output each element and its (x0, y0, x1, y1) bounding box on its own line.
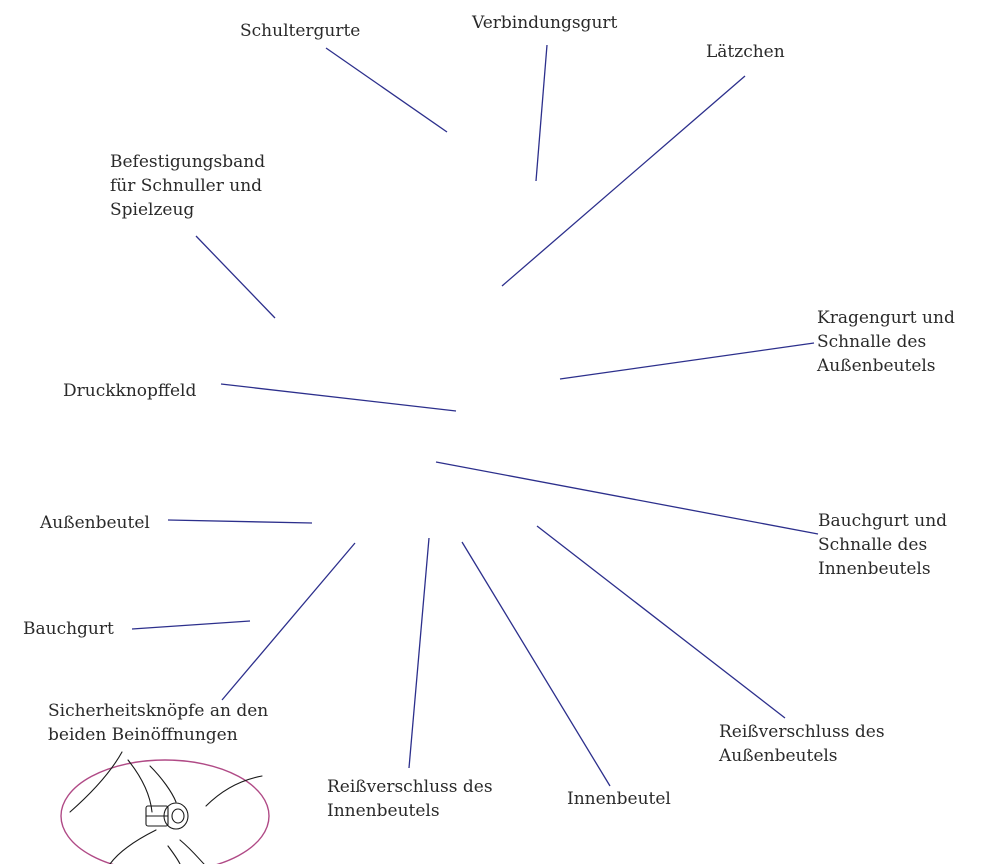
detail-fabric-fold-right (205, 775, 263, 807)
label-line: Innenbeutels (327, 801, 440, 821)
label-belly-strap: Bauchgurt (23, 617, 114, 641)
leader-inner-zipper (408, 537, 430, 769)
label-line: Schnalle des (817, 332, 927, 352)
detail-button-ring-inner (171, 808, 185, 824)
label-line: Reißverschluss des (719, 722, 885, 742)
label-shoulder-straps: Schultergurte (240, 19, 360, 43)
detail-fabric-fold-bottom (109, 829, 157, 864)
label-line: Bauchgurt und (818, 511, 948, 531)
leader-connecting-strap (535, 44, 548, 182)
label-connecting-strap: Verbindungsgurt (472, 11, 617, 35)
leader-outer-pouch (167, 519, 313, 524)
label-line: Außenbeutels (817, 356, 936, 376)
label-safety-buttons: Sicherheitsknöpfe an den beiden Beinöffn… (48, 699, 268, 747)
leader-belly-strap-buckle (435, 461, 819, 535)
detail-fabric-fold-mid (127, 759, 153, 813)
label-belly-strap-buckle: Bauchgurt und Schnalle des Innenbeutels (818, 509, 947, 581)
label-line: Sicherheitsknöpfe an den (48, 701, 269, 721)
leader-inner-pouch (461, 541, 611, 787)
label-inner-pouch: Innenbeutel (567, 787, 671, 811)
detail-button-ring-outer (163, 802, 189, 830)
leader-belly-strap (131, 620, 251, 630)
label-line: Innenbeutel (567, 789, 671, 809)
label-outer-zipper: Reißverschluss des Außenbeutels (719, 720, 885, 768)
label-pacifier-band: Befestigungsband für Schnuller und Spiel… (110, 150, 265, 222)
leader-pacifier-band (195, 235, 276, 319)
label-line: Spielzeug (110, 200, 195, 220)
detail-fabric-fold-lower2 (167, 845, 181, 864)
label-line: Druckknopffeld (63, 381, 197, 401)
label-snap-panel: Druckknopffeld (63, 379, 196, 403)
label-outer-pouch: Außenbeutel (40, 511, 150, 535)
detail-fabric-fold-left (69, 751, 123, 813)
leader-outer-zipper (536, 525, 786, 719)
leader-shoulder-straps (325, 47, 448, 133)
leader-bib (501, 75, 746, 287)
safety-button-detail (60, 751, 270, 864)
label-inner-zipper: Reißverschluss des Innenbeutels (327, 775, 493, 823)
leader-snap-panel (220, 383, 457, 412)
label-line: Innenbeutels (818, 559, 931, 579)
label-line: Reißverschluss des (327, 777, 493, 797)
label-bib: Lätzchen (706, 40, 785, 64)
label-line: für Schnuller und (110, 176, 263, 196)
leader-collar-strap (559, 342, 815, 380)
label-line: Außenbeutels (719, 746, 838, 766)
label-line: beiden Beinöffnungen (48, 725, 238, 745)
label-line: Schultergurte (240, 21, 361, 41)
detail-ring (60, 759, 270, 864)
label-line: Außenbeutel (40, 513, 150, 533)
label-line: Schnalle des (818, 535, 928, 555)
label-line: Verbindungsgurt (472, 13, 618, 33)
label-line: Lätzchen (706, 42, 785, 62)
label-collar-strap: Kragengurt und Schnalle des Außenbeutels (817, 306, 955, 378)
label-line: Befestigungsband (110, 152, 266, 172)
label-line: Bauchgurt (23, 619, 114, 639)
label-line: Kragengurt und (817, 308, 955, 328)
leader-safety-buttons (221, 542, 356, 701)
detail-fabric-fold-lower (179, 839, 205, 864)
detail-fabric-fold-top (149, 765, 177, 803)
